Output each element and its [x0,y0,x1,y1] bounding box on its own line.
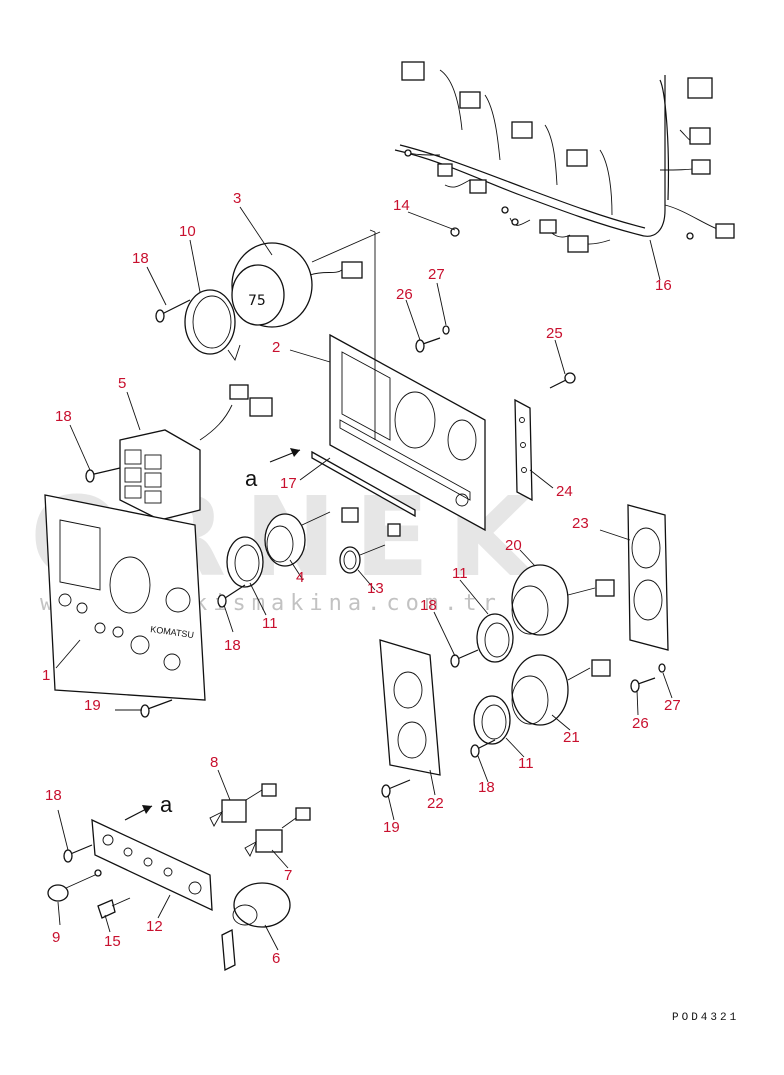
callout-21: 21 [563,729,580,746]
screw-18-top [155,299,191,323]
callout-10: 10 [179,223,196,240]
lamp-13 [339,523,401,574]
callout-24: 24 [556,483,573,500]
gauge-20 [511,564,615,636]
callout-18a: 18 [132,250,149,267]
ring-11-right-bottom [473,695,511,745]
key-switch-6 [221,882,291,972]
screw-19-right [381,779,411,798]
callout-14: 14 [393,197,410,214]
panel-1: KOMATSU [44,494,206,701]
callout-26a: 26 [396,286,413,303]
leader-3-line [311,231,381,263]
callout-19b: 19 [383,819,400,836]
switch-7 [244,807,311,857]
washer-27-right [658,663,666,673]
callout-18d: 18 [420,597,437,614]
screw-18-right-top [450,649,479,668]
switch-8 [209,783,277,827]
doc-id: POD4321 [672,1012,739,1024]
screw-26-right [630,663,666,693]
callout-7: 7 [284,867,292,884]
switch-9 [47,869,102,902]
callout-3: 3 [233,190,241,207]
ring-10 [184,289,241,361]
screw-18-right-bottom [470,739,496,758]
callout-15: 15 [104,933,121,950]
callout-16: 16 [655,277,672,294]
callout-11a: 11 [262,615,278,632]
view-ref-a: a [245,466,258,491]
gauge-21 [511,654,611,726]
callout-11c: 11 [518,755,534,772]
plate-2 [329,333,486,532]
callout-18c: 18 [224,637,241,654]
callout-27b: 27 [664,697,681,714]
ring-11-right-top [476,613,514,663]
callout-27a: 27 [428,266,445,283]
callout-18b: 18 [55,408,72,425]
callout-18f: 18 [45,787,62,804]
wiring-harness [394,61,735,253]
callout-23: 23 [572,515,589,532]
callout-19a: 19 [84,697,101,714]
callout-5: 5 [118,375,126,392]
screw-25 [549,372,576,389]
callout-11b: 11 [452,565,468,582]
plate-22 [379,639,441,776]
callout-26b: 26 [632,715,649,732]
callouts: 1 2 3 4 5 6 7 8 9 10 11 11 11 12 13 14 1… [42,190,681,967]
callout-18e: 18 [478,779,495,796]
view-arrow-a-lower: a [124,792,173,821]
screw-19-left [140,699,173,718]
callout-13: 13 [367,580,384,597]
svg-text:75: 75 [248,293,266,309]
screw-18-lower [63,844,93,863]
strip-17 [311,450,416,518]
view-arrow-a: a [245,448,301,491]
callout-17: 17 [280,475,297,492]
washer-27-top [442,325,450,335]
plate-23 [627,504,669,651]
callout-2: 2 [272,339,280,356]
callout-12: 12 [146,918,163,935]
screw-26-top [415,325,450,353]
callout-4: 4 [296,569,304,586]
plate-12 [91,818,213,912]
screw-18-center [217,584,246,608]
callout-8: 8 [210,754,218,771]
lamp-5 [119,384,273,521]
ring-11-left [226,536,264,588]
callout-22: 22 [427,795,444,812]
gauge-4 [264,507,359,567]
callout-9: 9 [52,929,60,946]
view-ref-a-lower: a [160,792,173,817]
callout-1: 1 [42,667,50,684]
bracket-24 [514,398,533,502]
knob-15 [97,897,131,919]
gauge-3: 75 [231,242,363,328]
leaders [55,206,673,951]
callout-25: 25 [546,325,563,342]
callout-6: 6 [272,950,280,967]
callout-20: 20 [505,537,522,554]
